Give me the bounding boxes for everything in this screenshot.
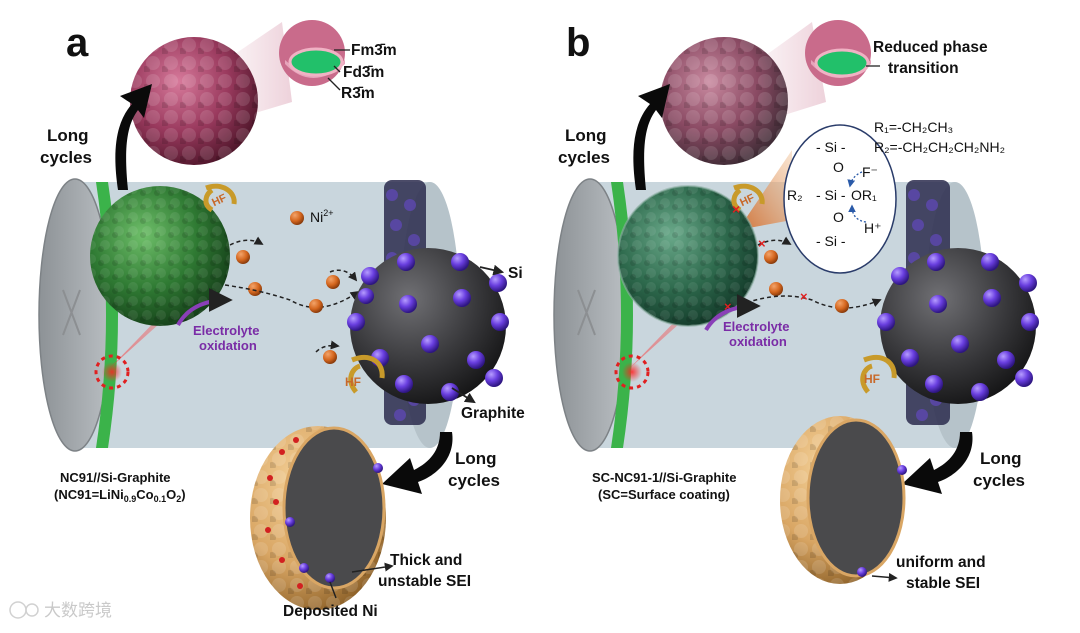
deposited-ni-label: Deposited Ni bbox=[283, 603, 378, 620]
silane-si-top: - Si - bbox=[816, 139, 846, 155]
blocked-mark-1: × bbox=[732, 201, 740, 217]
r1-definition: R₁=-CH₂CH₃ bbox=[874, 119, 953, 135]
sei-label-b-1: uniform and bbox=[896, 554, 986, 571]
long-cycles-bottom-b-2: cycles bbox=[973, 471, 1025, 490]
hf-label-bottom-a: HF bbox=[345, 375, 361, 389]
long-cycles-bottom-b-1: Long bbox=[980, 449, 1022, 468]
panel-b-letter: b bbox=[566, 21, 590, 65]
graphite-label-a: Graphite bbox=[461, 405, 525, 422]
panel-b: b bbox=[554, 20, 1039, 592]
silane-o-top: O bbox=[833, 159, 844, 175]
phase-note-b-1: Reduced phase bbox=[873, 39, 988, 56]
cell-name-b: SC-NC91-1//Si-Graphite bbox=[592, 470, 736, 485]
phase-pointer-3 bbox=[328, 78, 340, 90]
phase-r3m: R3̄m bbox=[341, 85, 375, 102]
silane-si-bot: - Si - bbox=[816, 233, 846, 249]
long-cycles-top-a-1: Long bbox=[47, 126, 89, 145]
degraded-particle-a bbox=[130, 22, 292, 165]
silane-r2: R₂ bbox=[787, 187, 803, 203]
cell-name-a: NC91//Si-Graphite bbox=[60, 470, 171, 485]
ni-ion-legend-a bbox=[290, 211, 304, 225]
si-label-a: Si bbox=[508, 265, 523, 282]
r2-definition: R₂=-CH₂CH₂CH₂NH₂ bbox=[874, 139, 1005, 155]
phase-note-b-2: transition bbox=[888, 60, 959, 77]
electrolyte-label-a-2: oxidation bbox=[199, 338, 257, 353]
reduced-degradation-particle-b bbox=[660, 22, 826, 165]
sei-label-a-1: Thick and bbox=[390, 552, 462, 569]
svg-text:×: × bbox=[800, 289, 808, 304]
long-cycles-top-a-2: cycles bbox=[40, 148, 92, 167]
svg-text:×: × bbox=[758, 236, 766, 251]
electrolyte-label-b-2: oxidation bbox=[729, 334, 787, 349]
long-cycles-top-b-1: Long bbox=[565, 126, 607, 145]
sei-label-a-2: unstable SEI bbox=[378, 573, 471, 590]
sei-particle-a bbox=[250, 426, 386, 610]
watermark: 大数跨境 bbox=[10, 601, 112, 621]
sei-pointer-b bbox=[872, 576, 896, 578]
long-cycles-top-b-2: cycles bbox=[558, 148, 610, 167]
long-cycles-bottom-a-2: cycles bbox=[448, 471, 500, 490]
watermark-logo-icon bbox=[10, 602, 26, 618]
cylinder-b-near-cap bbox=[554, 179, 626, 451]
long-cycles-arrow-top-b bbox=[633, 84, 670, 190]
panel-a-letter: a bbox=[66, 21, 89, 65]
silane-si-mid: - Si - bbox=[816, 187, 846, 203]
phase-cutaway-b bbox=[805, 20, 871, 86]
silane-or1: OR₁ bbox=[851, 187, 877, 203]
cell-formula-a: (NC91=LiNi0.9Co0.1O2) bbox=[54, 487, 186, 504]
electrolyte-label-b-1: Electrolyte bbox=[723, 319, 789, 334]
long-cycles-bottom-a-1: Long bbox=[455, 449, 497, 468]
phase-fd3m: Fd3̄m bbox=[343, 64, 384, 81]
silane-f: F⁻ bbox=[862, 164, 878, 180]
sei-particle-b bbox=[780, 416, 907, 584]
panel-a: a bbox=[39, 20, 525, 620]
cell-note-b: (SC=Surface coating) bbox=[598, 487, 730, 502]
hf-label-bottom-b: HF bbox=[864, 372, 880, 386]
sei-label-b-2: stable SEI bbox=[906, 575, 980, 592]
phase-fm3m: Fm3̄m bbox=[351, 42, 397, 59]
watermark-text: 大数跨境 bbox=[44, 601, 112, 621]
electrolyte-label-a-1: Electrolyte bbox=[193, 323, 259, 338]
silane-h: H⁺ bbox=[864, 220, 882, 236]
phase-cutaway-a bbox=[279, 20, 345, 86]
silane-o-bot: O bbox=[833, 209, 844, 225]
